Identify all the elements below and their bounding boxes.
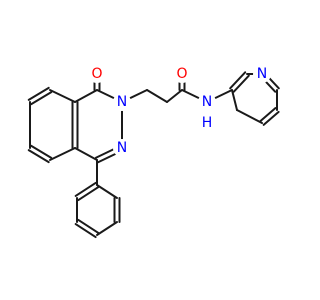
single-bond-line: [166, 89, 183, 103]
double-bond-line: [259, 107, 277, 123]
single-bond-line: [146, 89, 168, 103]
atom-oxygen-amide: O: [173, 65, 191, 83]
double-bond-line: [27, 86, 50, 101]
double-bond-line: [30, 144, 53, 159]
single-bond-line: [74, 89, 98, 103]
atom-nitrogen-ring-n3: N: [113, 139, 131, 157]
single-bond-line: [231, 89, 238, 111]
atom-label-n: N: [257, 66, 267, 82]
single-bond-line: [49, 89, 76, 103]
double-bond-line: [27, 149, 50, 164]
molecule-diagram: O N N O N H N: [27, 65, 280, 239]
atom-label-layer: O N N O N H N: [88, 65, 271, 157]
atom-nitrogen-amide: N: [198, 93, 216, 111]
double-bond-line: [74, 181, 97, 197]
double-bond-line: [77, 186, 100, 202]
single-bond-line: [49, 147, 76, 161]
atom-label-o: O: [91, 66, 102, 82]
atom-label-o: O: [176, 66, 187, 82]
double-bond-line: [74, 223, 97, 239]
atom-oxygen-carbonyl-ring: O: [88, 65, 106, 83]
atom-nitrogen-pyridine: N: [253, 65, 271, 83]
atom-label-n: N: [117, 94, 127, 110]
double-bond-line: [30, 91, 53, 106]
bond-layer: [27, 71, 280, 239]
single-bond-line: [236, 109, 263, 124]
double-bond-line: [77, 218, 100, 234]
double-bond-line: [229, 71, 247, 90]
single-bond-line: [96, 184, 118, 199]
atom-hydrogen-amide: H: [199, 115, 215, 131]
atom-label-n: N: [202, 94, 212, 110]
atom-label-h: H: [202, 115, 213, 131]
double-bond-line: [232, 74, 250, 93]
single-bond-line: [96, 221, 118, 236]
single-bond-line: [74, 147, 98, 161]
double-bond-line: [262, 110, 280, 126]
atom-nitrogen-ring-n2: N: [113, 93, 131, 111]
atom-label-n: N: [117, 140, 127, 156]
